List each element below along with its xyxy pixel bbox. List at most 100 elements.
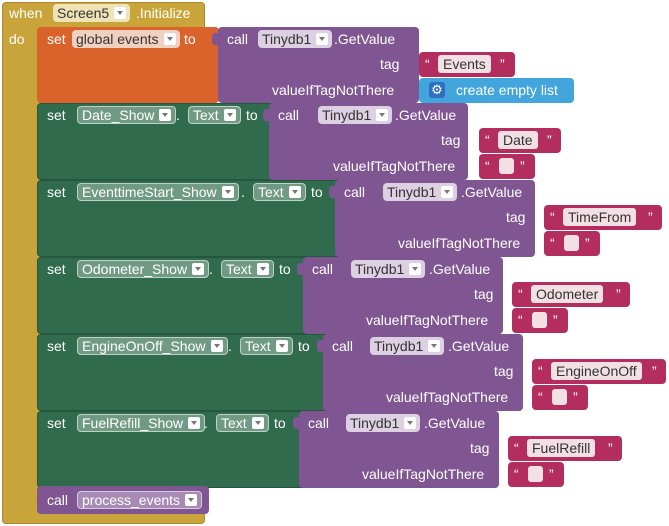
property-name: Text <box>226 261 252 277</box>
chevron-down-icon[interactable] <box>251 417 264 429</box>
value-if-tag-not-there-label: valueIfTagNotThere <box>366 312 489 328</box>
chevron-down-icon[interactable] <box>376 109 389 121</box>
component-dropdown[interactable]: FuelRefill_Show <box>77 414 206 432</box>
property-dropdown[interactable]: Text <box>221 260 274 278</box>
call-label: call <box>344 184 366 200</box>
tinydb-name: Tinydb1 <box>355 261 405 277</box>
text-value[interactable]: Odometer <box>531 285 604 303</box>
chevron-down-icon[interactable] <box>192 263 205 275</box>
text-value[interactable]: TimeFrom <box>563 208 637 226</box>
call-procedure-block[interactable] <box>37 486 209 514</box>
tinydb-dropdown[interactable]: Tinydb1 <box>370 337 445 355</box>
chevron-down-icon[interactable] <box>404 417 417 429</box>
chevron-down-icon[interactable] <box>210 340 223 352</box>
component-dropdown[interactable]: Date_Show <box>77 106 177 124</box>
empty-text-block[interactable]: “” <box>544 231 600 256</box>
empty-text-value[interactable] <box>528 466 543 482</box>
value-if-tag-not-there-label: valueIfTagNotThere <box>333 158 456 174</box>
chevron-down-icon[interactable] <box>428 340 441 352</box>
text-string-block[interactable]: “FuelRefill” <box>508 436 622 461</box>
call-label: call <box>332 338 354 354</box>
tag-label: tag <box>494 363 514 379</box>
chevron-down-icon[interactable] <box>159 109 172 121</box>
text-value[interactable]: FuelRefill <box>527 439 596 457</box>
property-name: Text <box>193 107 219 123</box>
tinydb-dropdown[interactable]: Tinydb1 <box>346 414 421 432</box>
chevron-down-icon[interactable] <box>221 186 234 198</box>
text-string-block[interactable]: “ TimeFrom ” <box>544 205 662 230</box>
chevron-down-icon[interactable] <box>275 340 288 352</box>
tinydb-dropdown[interactable]: Tinydb1 <box>383 183 458 201</box>
chevron-down-icon[interactable] <box>441 186 454 198</box>
property-dropdown[interactable]: Text <box>216 414 269 432</box>
screen-name: Screen5 <box>57 5 110 21</box>
getvalue-label: .GetValue <box>448 338 510 354</box>
to-label: to <box>279 261 291 277</box>
socket-notch <box>317 340 323 352</box>
empty-text-block[interactable]: “” <box>532 385 588 410</box>
chevron-down-icon[interactable] <box>256 263 269 275</box>
empty-text-value[interactable] <box>552 389 567 405</box>
chevron-down-icon[interactable] <box>288 186 301 198</box>
text-value[interactable]: Date <box>498 131 538 149</box>
socket-notch <box>329 186 335 198</box>
tinydb-dropdown[interactable]: Tinydb1 <box>258 30 333 48</box>
component-name: Odometer_Show <box>82 261 188 277</box>
quote-open: “ <box>485 158 490 174</box>
text-string-block[interactable]: “Odometer” <box>512 282 630 307</box>
text-value[interactable]: EngineOnOff <box>551 362 642 380</box>
screen-component-dropdown[interactable]: Screen5 <box>53 4 131 22</box>
call-label: call <box>278 107 300 123</box>
value-if-tag-not-there-label: valueIfTagNotThere <box>386 389 509 405</box>
getvalue-label: .GetValue <box>334 31 396 47</box>
component-dropdown[interactable]: EventtimeStart_Show <box>77 183 239 201</box>
property-name: Text <box>258 184 284 200</box>
socket-notch <box>297 263 303 275</box>
property-name: Text <box>245 338 271 354</box>
empty-text-value[interactable] <box>532 312 547 328</box>
chevron-down-icon[interactable] <box>316 33 329 45</box>
text-string-block[interactable]: “Date” <box>479 128 561 153</box>
global-variable-dropdown[interactable]: global events <box>72 30 180 48</box>
socket-notch <box>263 109 269 121</box>
procedure-name: process_events <box>82 492 181 508</box>
empty-text-block[interactable]: “” <box>508 462 564 487</box>
component-dropdown[interactable]: EngineOnOff_Show <box>77 337 228 355</box>
chevron-down-icon[interactable] <box>223 109 236 121</box>
property-name: Text <box>221 415 247 431</box>
text-string-block[interactable]: “EngineOnOff” <box>532 359 666 384</box>
empty-text-block[interactable]: “” <box>479 154 535 179</box>
chevron-down-icon[interactable] <box>163 33 176 45</box>
tinydb-name: Tinydb1 <box>262 31 312 47</box>
property-dropdown[interactable]: Text <box>253 183 306 201</box>
chevron-down-icon[interactable] <box>409 263 422 275</box>
text-value[interactable]: Events <box>438 55 491 73</box>
property-dropdown[interactable]: Text <box>188 106 241 124</box>
quote-close: ” <box>652 363 657 379</box>
quote-open: “ <box>550 209 555 225</box>
text-string-block[interactable]: “ Events ” <box>419 52 515 77</box>
chevron-down-icon[interactable] <box>185 494 198 506</box>
quote-close: ” <box>547 132 552 148</box>
chevron-down-icon[interactable] <box>114 7 127 19</box>
tinydb-dropdown[interactable]: Tinydb1 <box>351 260 426 278</box>
quote-open: “ <box>550 235 555 251</box>
set-label: set <box>47 261 66 277</box>
property-dropdown[interactable]: Text <box>240 337 293 355</box>
empty-text-value[interactable] <box>564 235 579 251</box>
quote-close: ” <box>549 466 554 482</box>
quote-close: ” <box>648 209 653 225</box>
tinydb-dropdown[interactable]: Tinydb1 <box>318 106 393 124</box>
create-empty-list-label: create empty list <box>456 82 558 98</box>
set-label: set <box>47 107 66 123</box>
set-label: set <box>47 184 66 200</box>
quote-open: “ <box>538 389 543 405</box>
empty-text-value[interactable] <box>499 158 514 174</box>
tinydb-name: Tinydb1 <box>387 184 437 200</box>
to-label: to <box>274 415 286 431</box>
gear-icon[interactable]: ⚙ <box>429 82 445 98</box>
chevron-down-icon[interactable] <box>188 417 201 429</box>
procedure-dropdown[interactable]: process_events <box>77 491 203 509</box>
empty-text-block[interactable]: “” <box>512 308 568 333</box>
component-dropdown[interactable]: Odometer_Show <box>77 260 210 278</box>
